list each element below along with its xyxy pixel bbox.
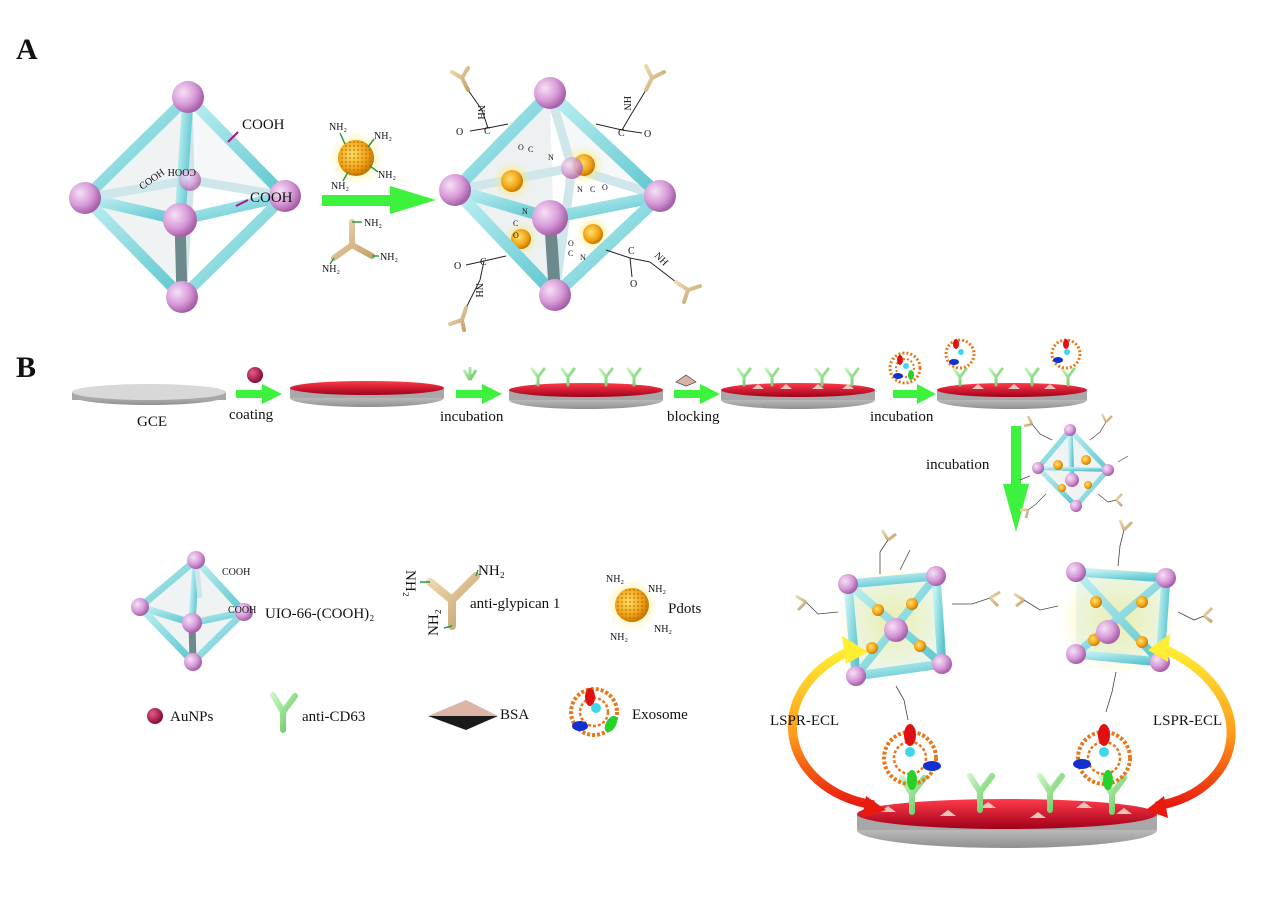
- legend-cooh-label-2: COOH: [228, 605, 256, 616]
- mof-octahedron-left: COOH COOH COOH COOH: [69, 81, 301, 313]
- carbon-label-4: C: [628, 246, 635, 257]
- gce-label: GCE: [137, 414, 167, 430]
- nh-label-1: NH: [475, 105, 486, 119]
- nitrogen-label-3: N: [522, 207, 528, 216]
- anti-cd63-icon: [462, 367, 478, 381]
- nh2-label-5: NH₂: [364, 218, 382, 229]
- reaction-arrow-a: [322, 186, 436, 214]
- panel-b-label: B: [16, 351, 36, 384]
- legend-uio-label: UIO-66-(COOH)₂: [265, 606, 374, 622]
- hn-label-1: HN: [621, 96, 632, 110]
- amide-linkages: [465, 89, 677, 309]
- blocking-label: blocking: [667, 409, 720, 425]
- bound-mof-left: [795, 529, 1001, 721]
- electrode-gce: [72, 384, 226, 405]
- legend-uio: COOH COOH: [131, 551, 256, 671]
- amide-labels: NH C O HN C O NH C O NH C O C O N N C O …: [454, 96, 670, 297]
- incubation-label-3: incubation: [926, 457, 990, 473]
- exosome-icon-step: [888, 351, 922, 385]
- panel-a-label: A: [16, 33, 38, 66]
- legend-nh2-label-7: NH₂: [610, 632, 628, 643]
- legend-exosome-label: Exosome: [632, 707, 688, 723]
- step-arrow-incubation-2: [893, 384, 936, 404]
- nh2-label-7: NH₂: [380, 252, 398, 263]
- nitrogen-label-4: N: [580, 253, 586, 262]
- anti-glypican-antibodies-a: [448, 64, 702, 332]
- captured-exosome-left: [882, 724, 941, 790]
- carbon-label-7: C: [513, 219, 518, 228]
- legend-nh2-label-3: NH₂: [426, 609, 442, 636]
- incubation-label-1: incubation: [440, 409, 504, 425]
- legend-nh2-label-2: NH₂: [478, 563, 505, 579]
- legend-bsa-label: BSA: [500, 707, 529, 723]
- legend-nh2-label-5: NH₂: [648, 584, 666, 595]
- nh2-label-4: NH₂: [331, 181, 349, 192]
- carbon-label-8: C: [568, 249, 573, 258]
- nitrogen-label-2: N: [577, 185, 583, 194]
- legend-anti-cd63-label: anti-CD63: [302, 709, 365, 725]
- legend-pdots-label: Pdots: [668, 601, 702, 617]
- legend-nh2-label-1: NH₂: [402, 570, 418, 597]
- carbon-label-5: C: [528, 145, 533, 154]
- bound-mof-right: [1013, 519, 1214, 713]
- nitrogen-label-1: N: [548, 153, 554, 162]
- incubation-label-2: incubation: [870, 409, 934, 425]
- electrode-blocked: [721, 367, 875, 409]
- cooh-label-1: COOH: [242, 117, 285, 133]
- oxygen-label-8: O: [568, 239, 574, 248]
- bsa-icon: [675, 374, 697, 387]
- mof-conjugate: [439, 77, 676, 311]
- coating-label: coating: [229, 407, 274, 423]
- mof-probe-small: [1019, 413, 1129, 519]
- pdot-reagent: NH₂ NH₂ NH₂ NH₂: [329, 122, 396, 192]
- step-arrow-incubation-1: [456, 384, 502, 404]
- oxygen-label-3: O: [454, 261, 461, 272]
- legend-aunps-label: AuNPs: [170, 709, 214, 725]
- captured-exosome-right: [1073, 724, 1132, 790]
- nh2-label-6: NH₂: [322, 264, 340, 275]
- nh2-label-1: NH₂: [329, 122, 347, 133]
- oxygen-label-6: O: [602, 183, 608, 192]
- electrode-antibody: [509, 367, 663, 409]
- oxygen-label-7: O: [513, 231, 519, 240]
- oxygen-label-2: O: [644, 129, 651, 140]
- legend-anti-glypican-label: anti-glypican 1: [470, 596, 560, 612]
- lspr-ecl-arrow-left: [787, 636, 886, 818]
- cooh-label-4: COOH: [168, 166, 196, 177]
- nh2-label-2: NH₂: [374, 131, 392, 142]
- lspr-ecl-label-left: LSPR-ECL: [770, 713, 839, 729]
- carbon-label-2: C: [618, 128, 625, 139]
- nh-label-2: NH: [473, 283, 484, 297]
- legend-aunp-icon: [147, 708, 163, 724]
- electrode-exosome: [937, 338, 1087, 409]
- legend-exosome-icon: [569, 687, 619, 737]
- lspr-ecl-arrow-right: [1146, 634, 1236, 818]
- carbon-label-1: C: [484, 126, 491, 137]
- legend-bsa-icon: [428, 700, 498, 730]
- legend-nh2-label-4: NH₂: [606, 574, 624, 585]
- lspr-ecl-label-right: LSPR-ECL: [1153, 713, 1222, 729]
- electrode-aunp-coated: [290, 381, 444, 407]
- legend-anti-cd63-icon: [270, 692, 298, 733]
- oxygen-label-1: O: [456, 127, 463, 138]
- legend-pdots: NH₂ NH₂ NH₂ NH₂: [606, 574, 672, 643]
- oxygen-label-5: O: [518, 143, 524, 152]
- aunp-icon: [247, 367, 263, 383]
- carbon-label-6: C: [590, 185, 595, 194]
- anti-glypican-reagent: NH₂ NH₂ NH₂: [322, 218, 398, 275]
- cooh-label-2: COOH: [250, 190, 293, 206]
- legend-anti-glypican: NH₂ NH₂ NH₂: [402, 563, 505, 636]
- final-electrode: [857, 773, 1157, 848]
- step-arrow-blocking: [674, 384, 720, 404]
- legend-nh2-label-6: NH₂: [654, 624, 672, 635]
- step-arrow-coating: [236, 384, 282, 404]
- legend-cooh-label: COOH: [222, 567, 250, 578]
- oxygen-label-4: O: [630, 279, 637, 290]
- carbon-label-3: C: [480, 257, 487, 268]
- nh2-label-3: NH₂: [378, 170, 396, 181]
- step-arrow-incubation-3: [1003, 426, 1029, 532]
